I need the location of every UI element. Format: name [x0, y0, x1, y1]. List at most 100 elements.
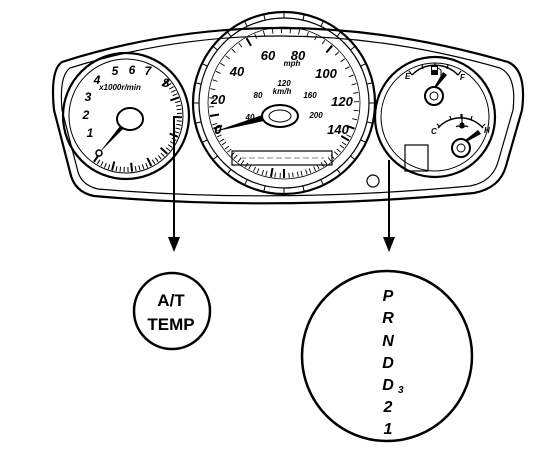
tachometer-tick [175, 100, 181, 104]
tachometer-tick [159, 147, 168, 155]
speedometer-bezel-mark [226, 169, 232, 175]
speedometer-number: 100 [315, 66, 337, 81]
shift-position-label: D [382, 377, 394, 394]
fuel-hub [424, 86, 444, 106]
shift-position-label: 1 [384, 421, 393, 438]
speedometer-inner-number: 200 [308, 111, 323, 120]
speedometer-tick [233, 154, 238, 160]
speedometer-tick [220, 62, 225, 67]
speedometer-inner-number: 120 [277, 79, 291, 88]
speedometer-tick [238, 42, 243, 48]
speedometer-bezel-mark [350, 155, 356, 161]
speedometer-tick [216, 134, 222, 138]
tachometer-tick [154, 157, 159, 163]
speedometer-tick [296, 171, 299, 177]
speedometer-tick [345, 124, 355, 130]
tachometer-tick [167, 144, 173, 148]
tachometer-tick [169, 86, 174, 90]
speedometer-tick [212, 123, 218, 126]
speedometer-tick [245, 37, 252, 47]
fuel-empty-label: E [405, 72, 411, 81]
shift-position-label: D [382, 355, 394, 372]
leader-arrow-at-temp [168, 116, 180, 252]
odometer-display [231, 150, 333, 166]
fuel-full-label: F [460, 73, 466, 82]
tachometer-tick [167, 82, 172, 87]
speedometer-tick [305, 169, 308, 175]
speedometer-tick [237, 157, 242, 163]
speedometer-bezel-mark [263, 185, 266, 192]
tachometer-hub [116, 107, 144, 131]
tachometer-number: 7 [145, 64, 153, 78]
tachometer-tick [170, 96, 180, 102]
tachometer-tick [134, 166, 137, 172]
tachometer-tick [138, 165, 141, 171]
speedometer-bezel-mark [244, 20, 248, 27]
speedometer-tick [306, 31, 309, 37]
tachometer-tick [145, 162, 149, 168]
speedometer-tick [334, 151, 339, 156]
speedometer-inner-number: 80 [254, 91, 263, 100]
speedometer-tick [210, 88, 216, 91]
speedometer-bezel-mark [212, 155, 218, 161]
speedometer-tick [213, 124, 223, 130]
tachometer-number: 3 [85, 90, 92, 104]
tachometer-tick [175, 127, 181, 130]
tachometer-tick [151, 159, 156, 165]
speedometer-inner-number: 40 [245, 113, 255, 122]
tachometer-tick [157, 155, 162, 160]
fuel-temp-gauge: E F C H [373, 55, 497, 179]
shift-position-label: P [383, 288, 394, 305]
speedometer-tick [212, 79, 218, 82]
speedometer-inner-unit-label: km/h [273, 87, 292, 96]
speedometer-tick [256, 168, 260, 174]
tachometer-tick [175, 104, 182, 107]
speedometer-bezel-mark [350, 45, 356, 51]
speedometer-number: 140 [327, 122, 349, 137]
speedometer-tick [325, 44, 333, 54]
speedometer-tick [274, 172, 276, 178]
speedometer-bezel-mark [360, 139, 367, 143]
speedometer-bezel-mark [320, 20, 324, 27]
tachometer-tick [103, 162, 107, 168]
tachometer-tick [170, 89, 176, 93]
speedometer-tick [292, 172, 294, 178]
tachometer-tick [96, 159, 101, 165]
tachometer-number: 4 [93, 73, 101, 87]
speedometer-tick [215, 131, 221, 134]
shift-position-label: 2 [383, 399, 393, 416]
speedometer-bezel-mark [320, 179, 324, 186]
at-temp-indicator: A/T TEMP [132, 271, 212, 351]
speedometer-tick [265, 170, 268, 176]
tachometer-number: 6 [129, 63, 136, 77]
fuel-gauge: E F [405, 63, 466, 106]
coolant-temp-icon [455, 114, 469, 129]
tachometer-number: 8 [163, 76, 170, 90]
speedometer-hub [261, 104, 299, 128]
tachometer-tick [141, 164, 145, 170]
tachometer-tick [107, 164, 111, 170]
shift-position-label: R [382, 310, 394, 327]
tachometer-tick [174, 131, 180, 134]
speedometer-tick [215, 70, 221, 74]
speedometer-bezel-mark [366, 121, 373, 124]
tachometer-tick [100, 161, 104, 167]
speedometer-tick [271, 28, 274, 34]
speedometer-number: 20 [210, 92, 226, 107]
tachometer-unit-label: x1000r/min [98, 83, 141, 92]
speedometer-tick [345, 66, 350, 70]
speedometer-tick [346, 134, 352, 138]
speedometer-tick [341, 141, 347, 146]
speedometer-tick [321, 39, 326, 45]
tachometer-tick [165, 147, 171, 152]
speedometer-tick [227, 148, 232, 153]
at-temp-line1: A/T [157, 291, 185, 310]
speedometer-tick [352, 118, 358, 121]
tachometer-tick [176, 108, 182, 111]
speedometer-tick [262, 30, 266, 36]
speedometer-tick [351, 83, 357, 86]
